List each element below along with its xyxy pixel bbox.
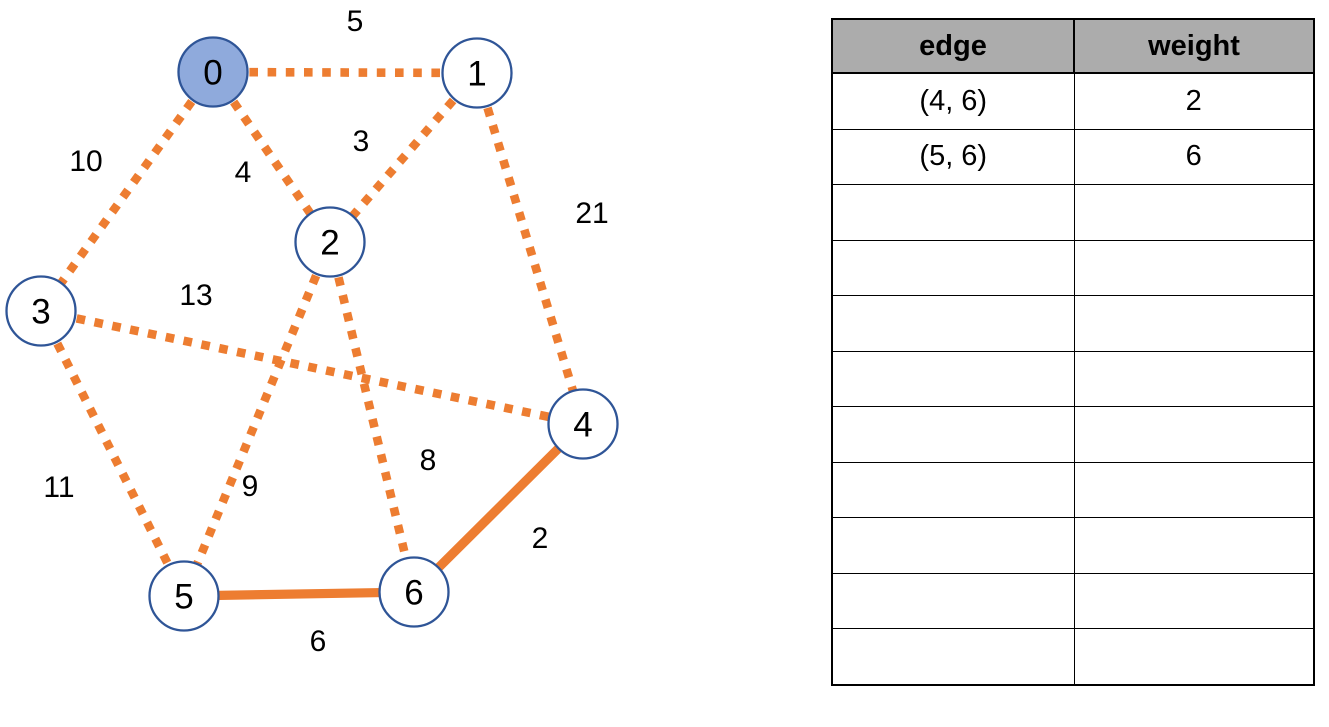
graph-node-label-3: 3	[31, 293, 50, 332]
graph-edge-2-6	[325, 240, 419, 594]
table-row-6	[831, 406, 1315, 463]
edges-layer	[37, 67, 588, 601]
graph-node-1	[441, 37, 513, 109]
table-cell-edge-3	[831, 239, 1075, 296]
table-cell-weight-7	[1073, 461, 1315, 518]
table-cell-weight-5	[1073, 350, 1315, 407]
edge-weight-label-4-6: 2	[532, 522, 549, 555]
graph-node-label-0: 0	[203, 54, 222, 93]
graph-node-label-5: 5	[174, 578, 193, 617]
table-row-0: (4, 6)2	[831, 72, 1315, 130]
table-header-weight: weight	[1073, 18, 1315, 74]
edge-weight-label-0-1: 5	[347, 5, 364, 38]
graph-node-label-1: 1	[467, 55, 486, 94]
graph-node-4	[547, 388, 619, 460]
edge-weight-label-0-3: 10	[69, 145, 102, 178]
graph-node-0	[177, 36, 249, 108]
graph-node-5	[148, 560, 220, 632]
table-cell-edge-2	[831, 184, 1075, 241]
graph-panel: 5 10 4 3 21 13 11 9 8 2 6 0 1 2 3 4 5 6	[5, 5, 619, 658]
table-row-1: (5, 6)6	[831, 128, 1315, 185]
table-cell-edge-4	[831, 295, 1075, 352]
graph-edge-5-6	[183, 587, 415, 601]
edge-weight-label-1-4: 21	[575, 197, 608, 230]
graph-svg: 5 10 4 3 21 13 11 9 8 2 6 0 1 2 3 4 5 6	[5, 5, 619, 658]
nodes-layer: 0 1 2 3 4 5 6	[5, 36, 619, 632]
table-cell-edge-9	[831, 572, 1075, 629]
table-header: edge weight	[831, 18, 1315, 74]
table-cell-weight-1: 6	[1073, 128, 1315, 185]
graph-edge-1-2	[326, 70, 481, 245]
graph-edge-3-4	[40, 306, 584, 429]
table-cell-weight-0: 2	[1073, 72, 1315, 130]
graph-node-2	[294, 206, 366, 278]
graph-node-3	[5, 275, 77, 347]
table-cell-weight-4	[1073, 295, 1315, 352]
graph-edge-4-6	[410, 420, 587, 596]
edge-weight-table: edge weight (4, 6)2(5, 6)6	[831, 18, 1315, 686]
table-header-edge: edge	[831, 18, 1075, 74]
table-row-4	[831, 295, 1315, 352]
table-cell-edge-8	[831, 517, 1075, 574]
graph-edge-0-3	[37, 69, 217, 314]
table-row-10	[831, 628, 1315, 685]
table-row-9	[831, 572, 1315, 629]
edge-weight-label-3-5: 11	[43, 471, 74, 504]
table-cell-weight-3	[1073, 239, 1315, 296]
table-row-5	[831, 350, 1315, 407]
table-cell-edge-1: (5, 6)	[831, 128, 1075, 185]
table-cell-edge-10	[831, 628, 1075, 685]
table-cell-edge-7	[831, 461, 1075, 518]
table-row-8	[831, 517, 1315, 574]
edge-weight-label-2-5: 9	[242, 470, 259, 503]
edge-weight-label-1-2: 3	[353, 125, 370, 158]
table-cell-weight-2	[1073, 184, 1315, 241]
table-cell-weight-10	[1073, 628, 1315, 685]
edge-weight-label-5-6: 6	[310, 625, 327, 658]
table-cell-weight-6	[1073, 406, 1315, 463]
edge-weight-label-2-6: 8	[420, 444, 437, 477]
table-row-7	[831, 461, 1315, 518]
graph-node-6	[378, 556, 450, 628]
graph-node-label-2: 2	[320, 224, 339, 263]
table-row-2	[831, 184, 1315, 241]
table-cell-weight-9	[1073, 572, 1315, 629]
graph-edge-1-4	[472, 71, 588, 426]
edge-weight-label-3-4: 13	[179, 279, 212, 312]
table-cell-edge-6	[831, 406, 1075, 463]
graph-edge-3-5	[37, 309, 188, 598]
table-cell-weight-8	[1073, 517, 1315, 574]
graph-edge-0-1	[212, 67, 478, 78]
table-body: (4, 6)2(5, 6)6	[831, 72, 1315, 685]
table-cell-edge-5	[831, 350, 1075, 407]
table-header-row: edge weight	[831, 18, 1315, 74]
graph-node-label-4: 4	[573, 406, 592, 445]
edge-weight-label-0-2: 4	[235, 156, 252, 189]
graph-node-label-6: 6	[404, 574, 423, 613]
table-row-3	[831, 239, 1315, 296]
table-cell-edge-0: (4, 6)	[831, 72, 1075, 130]
